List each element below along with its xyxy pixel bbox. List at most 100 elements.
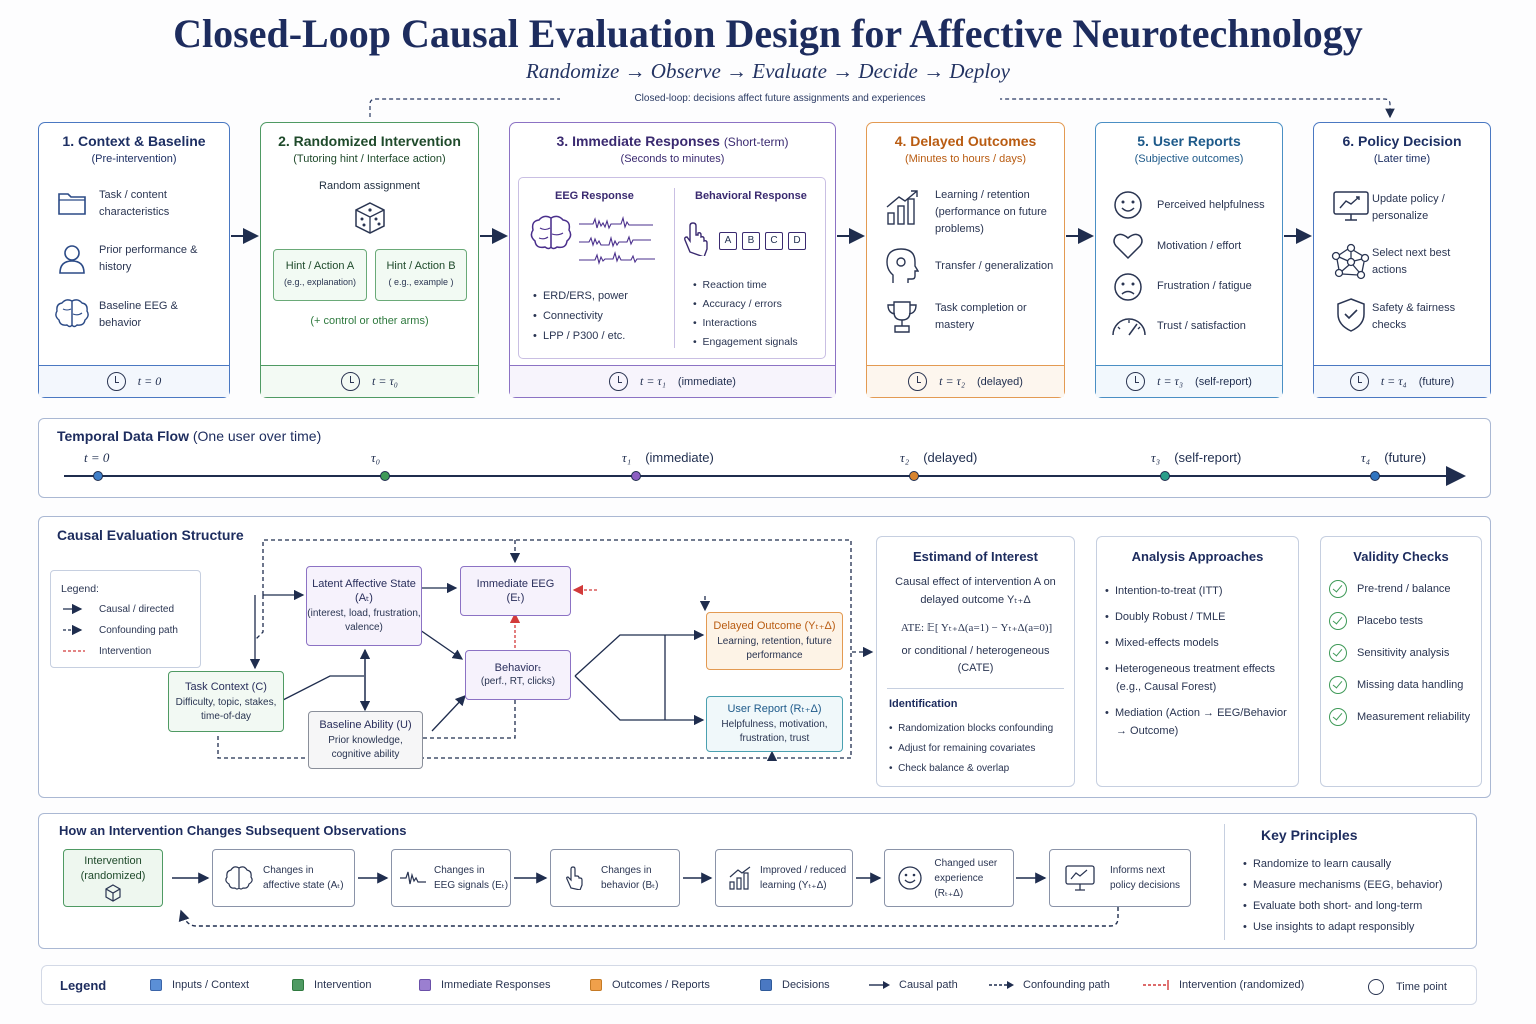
- node-desc: Helpfulness, motivation, frustration, tr…: [721, 719, 828, 744]
- check-circle-icon: [1329, 580, 1347, 598]
- analysis-panel: Analysis Approaches • Intention-to-treat…: [1096, 536, 1299, 787]
- timeline-dot: [380, 471, 390, 481]
- flow-line-2: policy decisions: [1110, 880, 1181, 891]
- clock-icon: [1126, 372, 1146, 391]
- flow-line-1: Informs next: [1110, 865, 1166, 876]
- node-desc: Learning, retention, future performance: [717, 636, 832, 661]
- causal-legend-intervention: Intervention: [99, 646, 152, 657]
- flow-line-1: Changes in: [601, 865, 652, 876]
- flow-line-1: Changed user: [934, 857, 998, 869]
- flow-line-2: affective state (Aₜ): [263, 880, 344, 891]
- legend-swatch: [590, 979, 602, 992]
- eeg-item: • Connectivity: [533, 310, 603, 322]
- timeline-point-note: (self-report): [1174, 450, 1242, 465]
- stage-user-reports: 5. User Reports (Subjective outcomes) Pe…: [1095, 122, 1283, 398]
- monitor-chart-icon: [1065, 865, 1095, 891]
- smile-icon: [898, 866, 922, 890]
- arm-a-label: Hint / Action A: [285, 260, 355, 272]
- behavior-heading: Behavioral Response: [695, 190, 807, 202]
- pointer-hand-icon: [566, 866, 583, 890]
- key-a: A: [719, 232, 737, 250]
- stage-policy-decision: 6. Policy Decision (Later time) Update p…: [1313, 122, 1491, 398]
- pointer-hand-icon: [684, 222, 708, 256]
- eeg-wave-icon: [400, 871, 426, 885]
- time-label: t = τ₁: [640, 374, 666, 388]
- flow-line-2: behavior (Bₜ): [601, 880, 659, 891]
- divider: [674, 188, 675, 348]
- node-title: Baseline Ability (U): [319, 719, 412, 731]
- timeline-point-note: (immediate): [645, 450, 714, 465]
- brain-icon: [530, 215, 572, 250]
- legend-title: Legend: [60, 978, 107, 993]
- causal-legend: Legend: Causal / directed Confounding pa…: [50, 570, 201, 668]
- flow-line-2: EEG signals (Eₜ): [434, 880, 509, 891]
- key-b: B: [742, 232, 760, 250]
- brain-icon: [55, 299, 89, 328]
- analysis-list: • Intention-to-treat (ITT) • Doubly Robu…: [1105, 582, 1295, 740]
- node-baseline-ability: Baseline Ability (U) Prior knowledge, co…: [308, 711, 423, 769]
- stage-subtitle: (Seconds to minutes): [620, 153, 725, 165]
- timeline-dot: [909, 471, 919, 481]
- estimand-cate: or conditional / heterogeneous (CATE): [901, 645, 1050, 674]
- time-label: t = τ₃: [1157, 374, 1184, 388]
- legend-confounding-path: Confounding path: [989, 979, 1110, 991]
- timeline-panel: Temporal Data Flow (One user over time) …: [38, 418, 1491, 498]
- stage-title-row: 3. Immediate Responses (Short-term): [510, 133, 835, 149]
- timeline-dot: [631, 471, 641, 481]
- causal-legend-causal: Causal / directed: [99, 604, 175, 615]
- node-title: Immediate EEG: [476, 578, 555, 590]
- stage-title: 4. Delayed Outcomes: [894, 133, 1037, 149]
- cube-icon: [105, 884, 121, 902]
- random-assignment-label: Random assignment: [319, 180, 420, 192]
- validity-title: Validity Checks: [1353, 549, 1449, 564]
- legend-swatch: [150, 979, 162, 992]
- node-delayed-outcome: Delayed Outcome (Yₜ₊Δ) Learning, retenti…: [706, 612, 843, 670]
- node-title: Delayed Outcome (Yₜ₊Δ): [713, 620, 836, 632]
- legend-inputs: Inputs / Context: [150, 979, 249, 992]
- node-sub: (Eₜ): [506, 592, 525, 604]
- timeline-label: τ₄(future): [1361, 450, 1426, 466]
- time-footer: t = τ₀: [261, 365, 478, 397]
- identification-item: • Adjust for remaining covariates: [889, 743, 1036, 754]
- behavior-item: • Accuracy / errors: [693, 298, 782, 310]
- flow-line-2: experience (Rₜ₊Δ): [934, 872, 984, 899]
- flow-text: Changed user experience (Rₜ₊Δ): [934, 856, 1013, 901]
- closed-loop-note: Closed-loop: decisions affect future ass…: [560, 93, 1000, 104]
- timeline-label: t = 0: [84, 450, 109, 466]
- divider: [1224, 824, 1225, 940]
- check-circle-icon: [1329, 676, 1347, 694]
- stage-delayed-outcomes: 4. Delayed Outcomes (Minutes to hours / …: [866, 122, 1065, 398]
- node-behavior: Behaviorₜ (perf., RT, clicks): [465, 650, 571, 700]
- growth-chart-icon: [729, 866, 751, 890]
- timeline-title-row: Temporal Data Flow (One user over time): [57, 428, 321, 444]
- stage-randomized-intervention: 2. Randomized Intervention (Tutoring hin…: [260, 122, 479, 398]
- stage-item: Transfer / generalization: [935, 260, 1054, 272]
- stage-immediate-responses: 3. Immediate Responses (Short-term) (Sec…: [509, 122, 836, 398]
- node-title: Task Context (C): [185, 680, 267, 693]
- stage-item: Update policy / personalize: [1372, 193, 1445, 222]
- arm-b-box: Hint / Action B ( e.g., example ): [375, 249, 467, 301]
- red-dashed-line-icon: [1143, 980, 1169, 991]
- behavior-item: • Interactions: [693, 317, 757, 329]
- estimand-desc: Causal effect of intervention A on delay…: [895, 576, 1056, 606]
- legend-intervention-randomized: Intervention (randomized): [1143, 979, 1304, 991]
- stage-item: Trust / satisfaction: [1157, 320, 1246, 332]
- stage-subtitle: (Minutes to hours / days): [904, 153, 1027, 165]
- flow-step-policy: Informs next policy decisions: [1049, 849, 1191, 907]
- identification-list: • Randomization blocks confounding • Adj…: [889, 719, 1053, 779]
- principle-item: • Randomize to learn causally: [1243, 858, 1392, 870]
- stage-item: Task completion or mastery: [935, 302, 1027, 331]
- validity-panel: Validity Checks Pre-trend / balance Plac…: [1320, 536, 1482, 787]
- stage-title: 5. User Reports: [1137, 133, 1241, 149]
- estimand-ate: ATE: 𝔼[ Yₜ₊Δ(a=1) − Yₜ₊Δ(a=0)]: [900, 622, 1053, 634]
- causal-legend-heading: Legend:: [61, 583, 99, 595]
- clock-icon: [908, 372, 928, 391]
- timeline-dot: [93, 471, 103, 481]
- identification-title: Identification: [889, 698, 958, 710]
- stage-title-note: (Short-term): [723, 135, 789, 149]
